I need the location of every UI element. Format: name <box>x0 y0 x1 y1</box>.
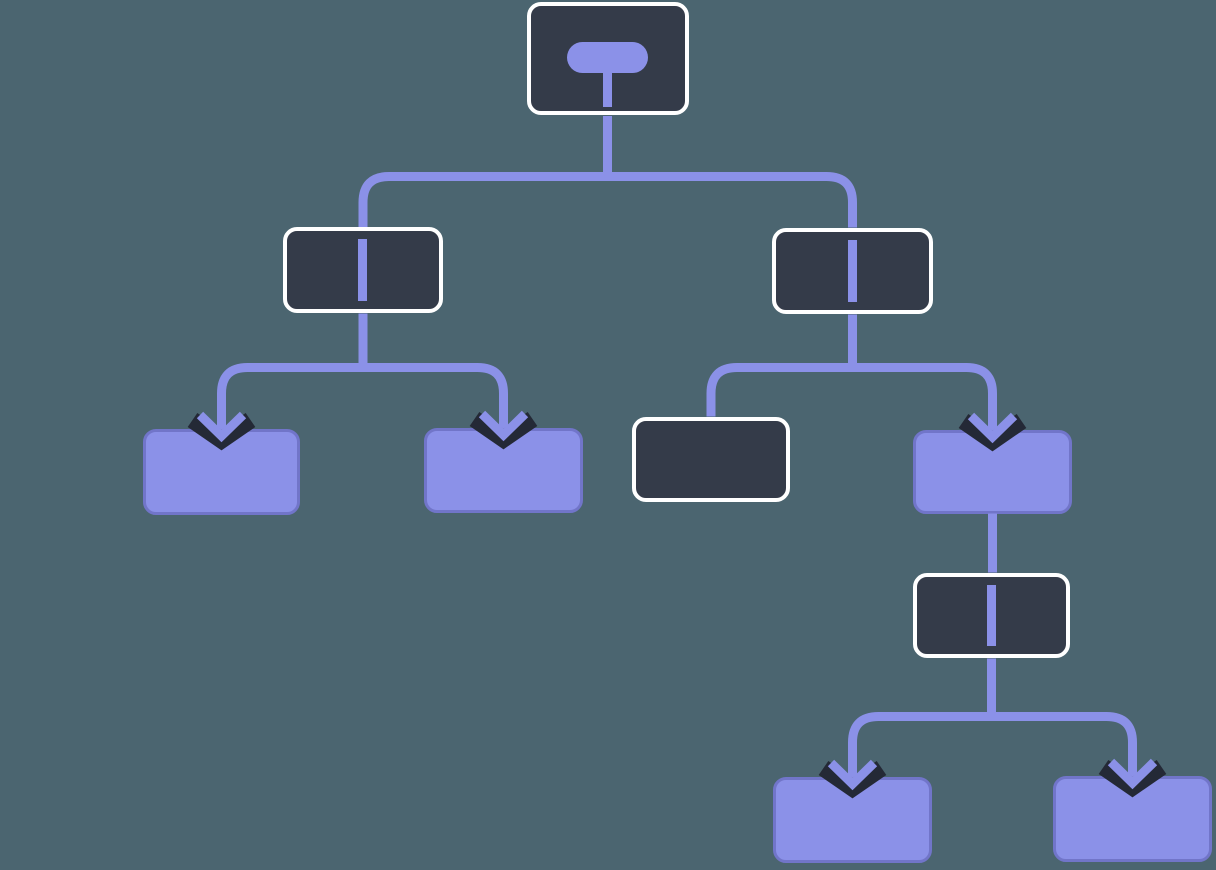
node-branch-c[interactable] <box>913 573 1070 658</box>
node-leaf-b1[interactable] <box>632 417 790 502</box>
node-leaf-a1[interactable] <box>143 429 300 515</box>
node-leaf-a2[interactable] <box>424 428 583 513</box>
node-branch-b[interactable] <box>772 228 933 314</box>
node-root[interactable] <box>527 2 689 115</box>
node-leaf-c1[interactable] <box>773 777 932 863</box>
node-leaf-c2[interactable] <box>1053 776 1212 862</box>
edge-branch-c-leaves <box>848 658 1137 784</box>
edge-root-branches <box>358 116 857 228</box>
edge-branch-a-leaves <box>217 313 508 436</box>
node-hub-b2[interactable] <box>913 430 1072 514</box>
node-branch-a[interactable] <box>283 227 443 313</box>
